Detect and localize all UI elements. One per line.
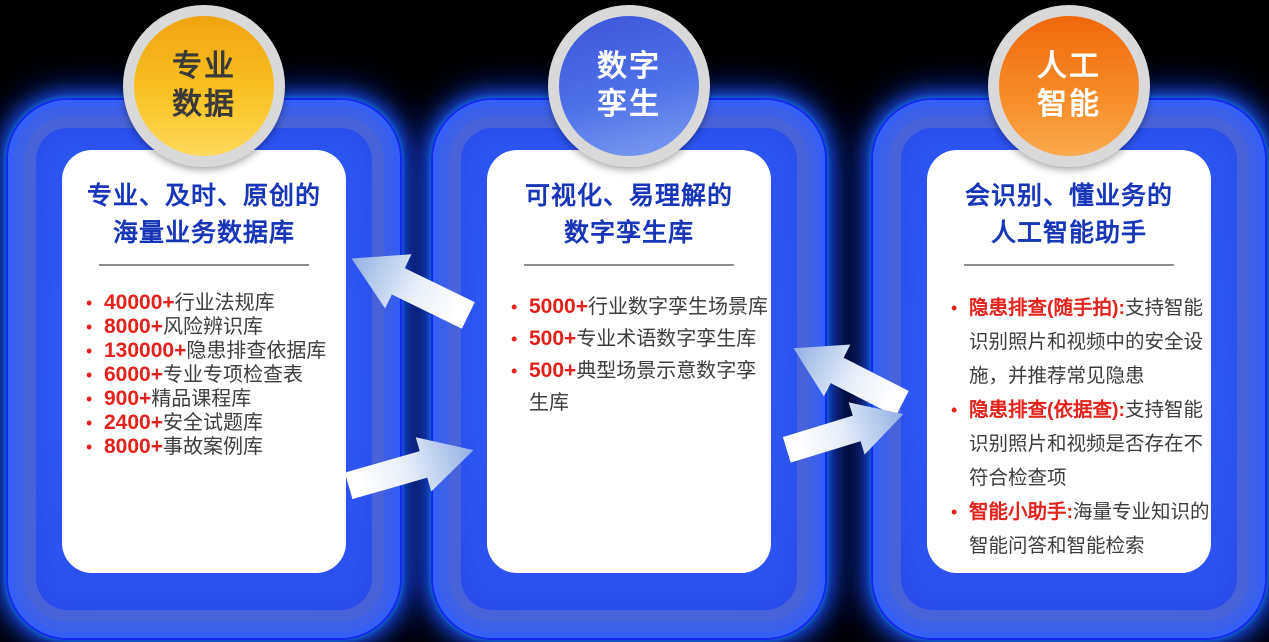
item-text: 事故案例库: [162, 436, 263, 458]
item-text: 行业数字孪生场景库: [587, 296, 768, 318]
card-title: 会识别、懂业务的 人工智能助手: [933, 178, 1205, 252]
title-divider: [524, 264, 734, 266]
item-text: 专业术语数字孪生库: [576, 328, 757, 350]
item-text: 支持智能识别照片和视频是否存在不符合检查项: [969, 399, 1204, 489]
item-text: 风险辨识库: [162, 316, 263, 338]
list-item: • 智能小助手:海量专业知识的智能问答和智能检索: [951, 496, 1211, 564]
card-title-line2: 数字孪生库: [563, 219, 694, 247]
bullet-dot-icon: •: [511, 329, 518, 349]
card-ai: 会识别、懂业务的 人工智能助手 • 隐患排查(随手拍):支持智能识别照片和视频中的…: [927, 150, 1211, 573]
card-title: 专业、及时、原创的 海量业务数据库: [68, 178, 340, 252]
item-highlight: 2400+: [104, 411, 163, 434]
item-text: 海量专业知识的智能问答和智能检索: [969, 501, 1210, 557]
list-item: • 8000+事故案例库: [86, 436, 346, 460]
glow-frame-professional-data: 专业 数据 专业、及时、原创的 海量业务数据库 • 40000+行业法规库 • 80…: [8, 5, 400, 638]
list-item: • 6000+专业专项检查表: [86, 364, 346, 388]
list-item: • 130000+隐患排查依据库: [86, 340, 346, 364]
feature-list: • 隐患排查(随手拍):支持智能识别照片和视频中的安全设施，并推荐常见隐患 • 隐患…: [927, 292, 1211, 564]
badge-professional-data: 专业 数据: [123, 5, 285, 167]
badge-label-line1: 专业: [172, 50, 236, 83]
item-text: 安全试题库: [162, 412, 263, 434]
badge-label-line1: 人工: [1037, 50, 1101, 83]
item-highlight: 40000+: [104, 291, 175, 314]
item-highlight: 隐患排查(随手拍):: [969, 297, 1125, 319]
item-text: 典型场景示意数字孪生库: [529, 360, 757, 414]
card-title-line2: 海量业务数据库: [112, 219, 295, 247]
badge-label-line1: 数字: [597, 50, 661, 83]
bullet-dot-icon: •: [86, 317, 93, 337]
badge-ai: 人工 智能: [988, 5, 1150, 167]
bullet-dot-icon: •: [86, 437, 93, 457]
feature-list: •40000+行业法规库 •8000+风险辨识库 •130000+隐患排查依据库…: [62, 292, 346, 460]
bullet-dot-icon: •: [951, 502, 958, 522]
item-highlight: 900+: [104, 387, 152, 410]
bullet-dot-icon: •: [951, 298, 958, 318]
item-text: 隐患排查依据库: [186, 340, 327, 362]
bullet-dot-icon: •: [511, 361, 518, 381]
feature-list: •5000+行业数字孪生场景库 •500+专业术语数字孪生库 •500+典型场景…: [487, 292, 771, 420]
item-highlight: 隐患排查(依据查):: [969, 399, 1125, 421]
item-highlight: 130000+: [104, 339, 187, 362]
item-highlight: 8000+: [104, 435, 163, 458]
bullet-dot-icon: •: [86, 365, 93, 385]
badge-label-line2: 孪生: [597, 88, 661, 121]
card-professional-data: 专业、及时、原创的 海量业务数据库 •40000+行业法规库 •8000+风险辨…: [62, 150, 346, 573]
list-item: • 500+专业术语数字孪生库: [511, 324, 771, 356]
glow-frame-ai: 人工 智能 会识别、懂业务的 人工智能助手 •隐患排查(随手拍):支持智能识别照…: [873, 5, 1265, 638]
badge-label-line2: 数据: [172, 88, 236, 121]
list-item: • 40000+行业法规库: [86, 292, 346, 316]
item-highlight: 8000+: [104, 315, 163, 338]
item-text: 行业法规库: [174, 292, 275, 314]
card-digital-twin: 可视化、易理解的 数字孪生库 •5000+行业数字孪生场景库 •500+专业术语…: [487, 150, 771, 573]
badge-digital-twin: 数字 孪生: [548, 5, 710, 167]
list-item: • 500+典型场景示意数字孪生库: [511, 356, 771, 420]
bullet-dot-icon: •: [86, 341, 93, 361]
card-title-line1: 可视化、易理解的: [524, 182, 733, 210]
item-highlight: 500+: [529, 359, 577, 382]
bullet-dot-icon: •: [86, 413, 93, 433]
item-highlight: 智能小助手:: [969, 501, 1073, 523]
glow-frame-digital-twin: 数字 孪生 可视化、易理解的 数字孪生库 • 5000+行业数字孪生场景库 • 50…: [433, 5, 825, 638]
bullet-dot-icon: •: [86, 293, 93, 313]
item-text: 专业专项检查表: [162, 364, 303, 386]
card-title-line1: 会识别、懂业务的: [964, 182, 1173, 210]
card-title: 可视化、易理解的 数字孪生库: [493, 178, 765, 252]
list-item: • 隐患排查(依据查):支持智能识别照片和视频是否存在不符合检查项: [951, 394, 1211, 496]
title-divider: [99, 264, 309, 266]
card-title-line1: 专业、及时、原创的: [86, 182, 321, 210]
list-item: • 5000+行业数字孪生场景库: [511, 292, 771, 324]
bullet-dot-icon: •: [951, 400, 958, 420]
item-highlight: 6000+: [104, 363, 163, 386]
card-title-line2: 人工智能助手: [990, 219, 1147, 247]
item-text: 精品课程库: [151, 388, 252, 410]
bullet-dot-icon: •: [511, 297, 518, 317]
list-item: • 隐患排查(随手拍):支持智能识别照片和视频中的安全设施，并推荐常见隐患: [951, 292, 1211, 394]
item-highlight: 500+: [529, 327, 577, 350]
list-item: • 900+精品课程库: [86, 388, 346, 412]
list-item: • 8000+风险辨识库: [86, 316, 346, 340]
item-text: 支持智能识别照片和视频中的安全设施，并推荐常见隐患: [969, 297, 1204, 387]
list-item: • 2400+安全试题库: [86, 412, 346, 436]
title-divider: [964, 264, 1174, 266]
bullet-dot-icon: •: [86, 389, 93, 409]
badge-label-line2: 智能: [1037, 88, 1101, 121]
item-highlight: 5000+: [529, 295, 588, 318]
